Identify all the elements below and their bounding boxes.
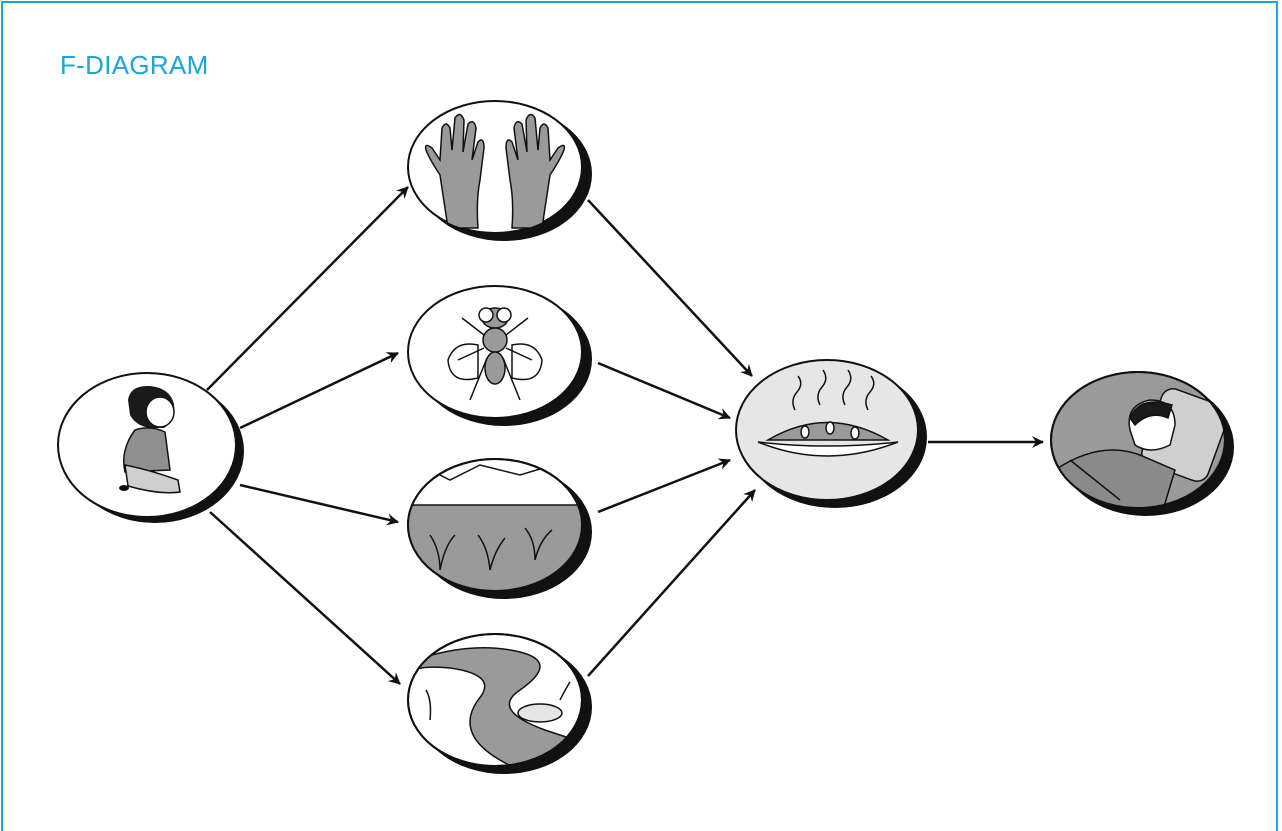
arrow-source-to-fields xyxy=(239,483,399,526)
node-fingers xyxy=(407,100,592,241)
hands-icon xyxy=(424,113,566,229)
diagram-title: F-DIAGRAM xyxy=(60,50,209,80)
food-dish-icon xyxy=(757,369,899,457)
arrow-fluids-to-food xyxy=(587,489,756,677)
arrow-source-to-fluids xyxy=(209,511,401,685)
node-flies xyxy=(407,285,592,426)
node-fields xyxy=(407,458,592,599)
node-host xyxy=(1050,371,1234,516)
arrow-source-to-fingers xyxy=(206,186,409,391)
node-source xyxy=(57,372,244,523)
edges xyxy=(206,186,1044,685)
node-food xyxy=(735,359,927,508)
arrow-fields-to-food xyxy=(597,458,731,514)
fly-icon xyxy=(447,307,543,401)
squatting-child-icon xyxy=(119,385,181,494)
arrow-flies-to-food xyxy=(597,361,731,420)
arrow-fingers-to-food xyxy=(587,199,753,377)
arrow-source-to-flies xyxy=(239,351,399,430)
node-fluids xyxy=(407,633,592,774)
river-icon xyxy=(409,647,582,766)
